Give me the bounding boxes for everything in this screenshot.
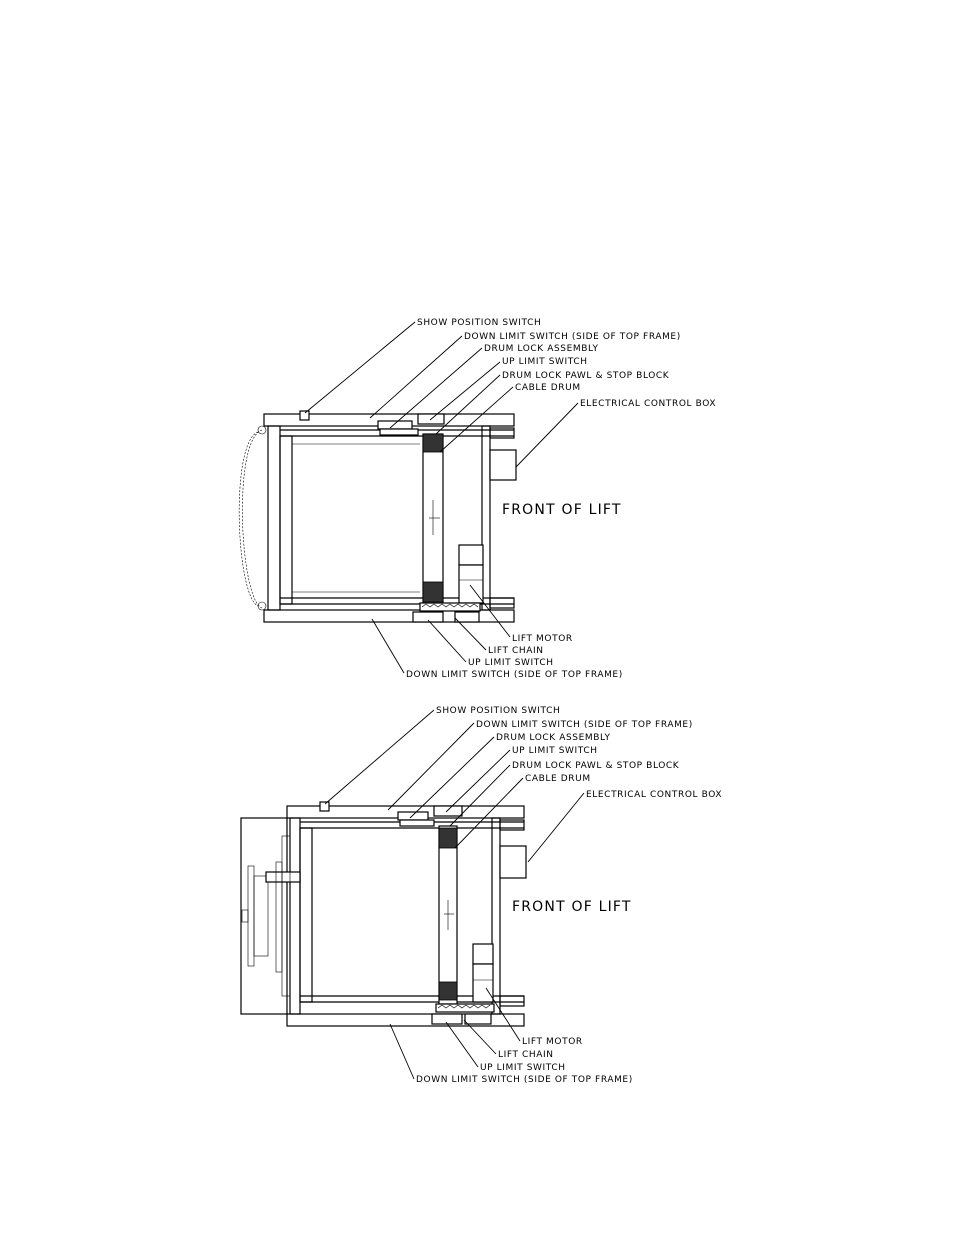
show-position-reel — [240, 817, 301, 1015]
electrical-control-box-part — [489, 449, 517, 481]
top-leader-lines — [304, 321, 579, 674]
label-up-limit-switch-b: UP LIMIT SWITCH — [512, 746, 598, 756]
label-electrical-control-box: ELECTRICAL CONTROL BOX — [580, 399, 716, 409]
label-drum-lock-pawl: DRUM LOCK PAWL & STOP BLOCK — [502, 371, 670, 381]
label-up-limit-switch-lower-b: UP LIMIT SWITCH — [480, 1063, 566, 1073]
drum-lock-assembly-part-b — [397, 805, 463, 827]
label-down-limit-switch-top: DOWN LIMIT SWITCH (SIDE OF TOP FRAME) — [464, 332, 681, 342]
label-lift-chain-b: LIFT CHAIN — [498, 1050, 554, 1060]
show-position-switch-part-b — [319, 801, 330, 812]
label-drum-lock-pawl-b: DRUM LOCK PAWL & STOP BLOCK — [512, 761, 680, 771]
diagram-top: SHOW POSITION SWITCH DOWN LIMIT SWITCH (… — [238, 318, 716, 680]
bottom-leader-lines — [324, 709, 585, 1080]
lift-motor-part — [458, 544, 484, 604]
lift-motor-part-b — [472, 943, 494, 1003]
label-show-position-switch-b: SHOW POSITION SWITCH — [436, 706, 560, 716]
label-lift-chain: LIFT CHAIN — [488, 646, 544, 656]
label-drum-lock-assembly-b: DRUM LOCK ASSEMBLY — [496, 733, 611, 743]
lift-chain-part — [412, 602, 481, 623]
label-electrical-control-box-b: ELECTRICAL CONTROL BOX — [586, 790, 722, 800]
label-cable-drum-b: CABLE DRUM — [525, 774, 591, 784]
label-down-limit-switch-lower-b: DOWN LIMIT SWITCH (SIDE OF TOP FRAME) — [416, 1075, 633, 1085]
label-lift-motor-b: LIFT MOTOR — [522, 1037, 583, 1047]
show-position-switch-part — [299, 410, 310, 421]
label-down-limit-switch-top-b: DOWN LIMIT SWITCH (SIDE OF TOP FRAME) — [476, 720, 693, 730]
cable-drum-part — [422, 433, 444, 605]
cable-drum-part-b — [438, 825, 458, 1005]
label-cable-drum: CABLE DRUM — [515, 383, 581, 393]
label-show-position-switch: SHOW POSITION SWITCH — [417, 318, 541, 328]
diagram-bottom: SHOW POSITION SWITCH DOWN LIMIT SWITCH (… — [240, 706, 722, 1085]
label-down-limit-switch-lower: DOWN LIMIT SWITCH (SIDE OF TOP FRAME) — [406, 670, 623, 680]
label-up-limit-switch: UP LIMIT SWITCH — [502, 357, 588, 367]
label-front-of-lift: FRONT OF LIFT — [502, 502, 622, 518]
label-up-limit-switch-lower: UP LIMIT SWITCH — [468, 658, 554, 668]
label-lift-motor: LIFT MOTOR — [512, 634, 573, 644]
label-front-of-lift-b: FRONT OF LIFT — [512, 899, 632, 915]
electrical-control-box-part-b — [499, 845, 527, 879]
lift-chain-part-b — [431, 1003, 495, 1025]
label-drum-lock-assembly: DRUM LOCK ASSEMBLY — [484, 344, 599, 354]
